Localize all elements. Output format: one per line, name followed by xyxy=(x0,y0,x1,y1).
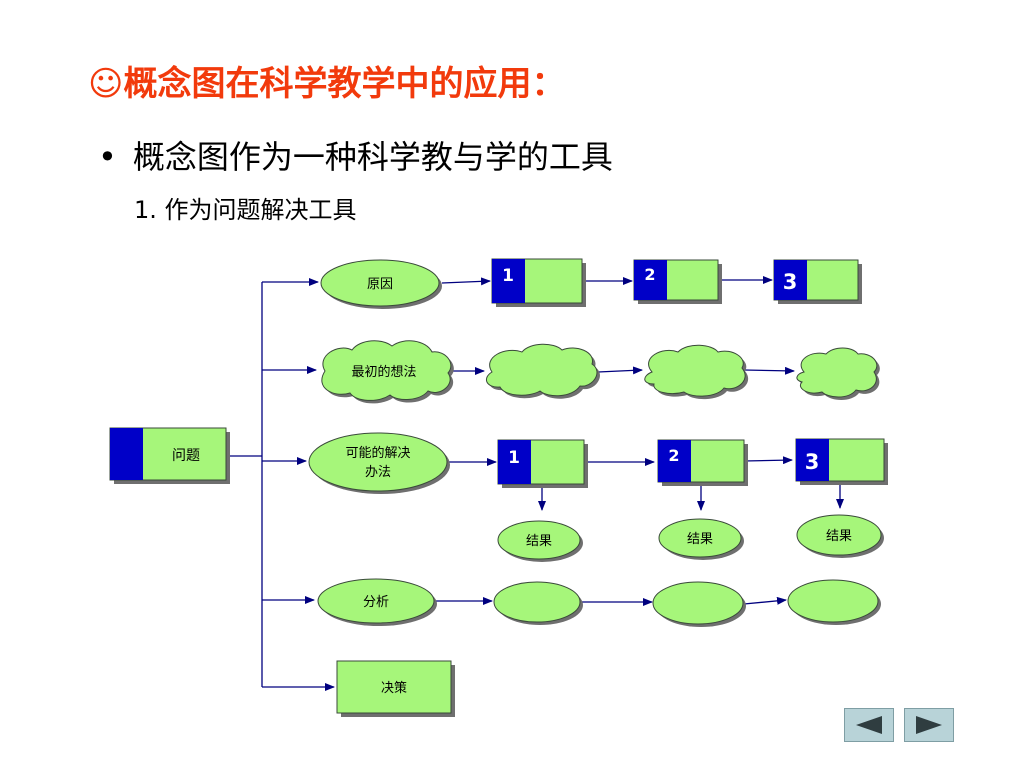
cause-step-3: 3 xyxy=(773,259,862,304)
analysis-step-1 xyxy=(493,581,583,625)
arrow-analysis-3 xyxy=(743,596,787,605)
cause-step-1: 1 xyxy=(491,258,586,307)
result-label: 结果 xyxy=(526,534,552,549)
bullet-text: 概念图作为一种科学教与学的工具 xyxy=(132,138,613,176)
result-label: 结果 xyxy=(687,532,713,547)
connectors xyxy=(230,276,844,691)
result-node-1: 结果 xyxy=(497,520,583,562)
triangle-left-icon xyxy=(856,716,882,734)
bullet-dot-icon: • xyxy=(98,138,117,176)
arrow-idea-cloud3 xyxy=(743,366,795,375)
step-number: 2 xyxy=(644,265,655,284)
arrow-solution-step3 xyxy=(743,456,793,465)
step-number: 1 xyxy=(502,266,514,286)
initial-ideas-label: 最初的想法 xyxy=(351,364,416,380)
cause-step-2: 2 xyxy=(633,259,722,304)
step-number: 3 xyxy=(805,450,820,474)
cause-node: 原因 xyxy=(320,259,442,309)
root-label: 问题 xyxy=(172,448,200,464)
solutions-label-line2: 办法 xyxy=(365,465,391,480)
result-node-3: 结果 xyxy=(796,514,884,558)
arrow-cause-step1 xyxy=(441,277,491,286)
cause-label: 原因 xyxy=(367,277,393,292)
analysis-label: 分析 xyxy=(363,595,389,610)
step-number: 1 xyxy=(508,448,520,468)
result-node-2: 结果 xyxy=(658,518,744,560)
arrow-idea-cloud2 xyxy=(597,366,643,375)
analysis-node: 分析 xyxy=(317,578,437,626)
decision-node: 决策 xyxy=(336,660,455,717)
slide-title: ☺概念图在科学教学中的应用： xyxy=(88,64,566,104)
solutions-node: 可能的解决 办法 xyxy=(308,432,450,494)
result-label: 结果 xyxy=(826,529,852,544)
analysis-step-2 xyxy=(652,581,746,627)
analysis-step-3 xyxy=(787,579,881,625)
prev-slide-button[interactable] xyxy=(844,708,894,742)
solutions-label-line1: 可能的解决 xyxy=(345,445,410,461)
bullet-point: • 概念图作为一种科学教与学的工具 xyxy=(98,132,613,178)
idea-cloud-3 xyxy=(796,347,880,400)
step-number: 3 xyxy=(783,270,798,294)
step-number: 2 xyxy=(668,446,679,465)
idea-cloud-1 xyxy=(485,343,600,399)
decision-label: 决策 xyxy=(381,680,407,696)
root-node: 问题 xyxy=(109,427,230,484)
solution-step-3: 3 xyxy=(795,438,888,485)
sub-point: 1. 作为问题解决工具 xyxy=(134,196,357,224)
triangle-right-icon xyxy=(916,716,942,734)
idea-cloud-2 xyxy=(644,344,749,400)
solution-step-1: 1 xyxy=(497,439,588,488)
next-slide-button[interactable] xyxy=(904,708,954,742)
initial-ideas-node: 最初的想法 xyxy=(321,340,454,404)
solution-step-2: 2 xyxy=(657,439,748,486)
